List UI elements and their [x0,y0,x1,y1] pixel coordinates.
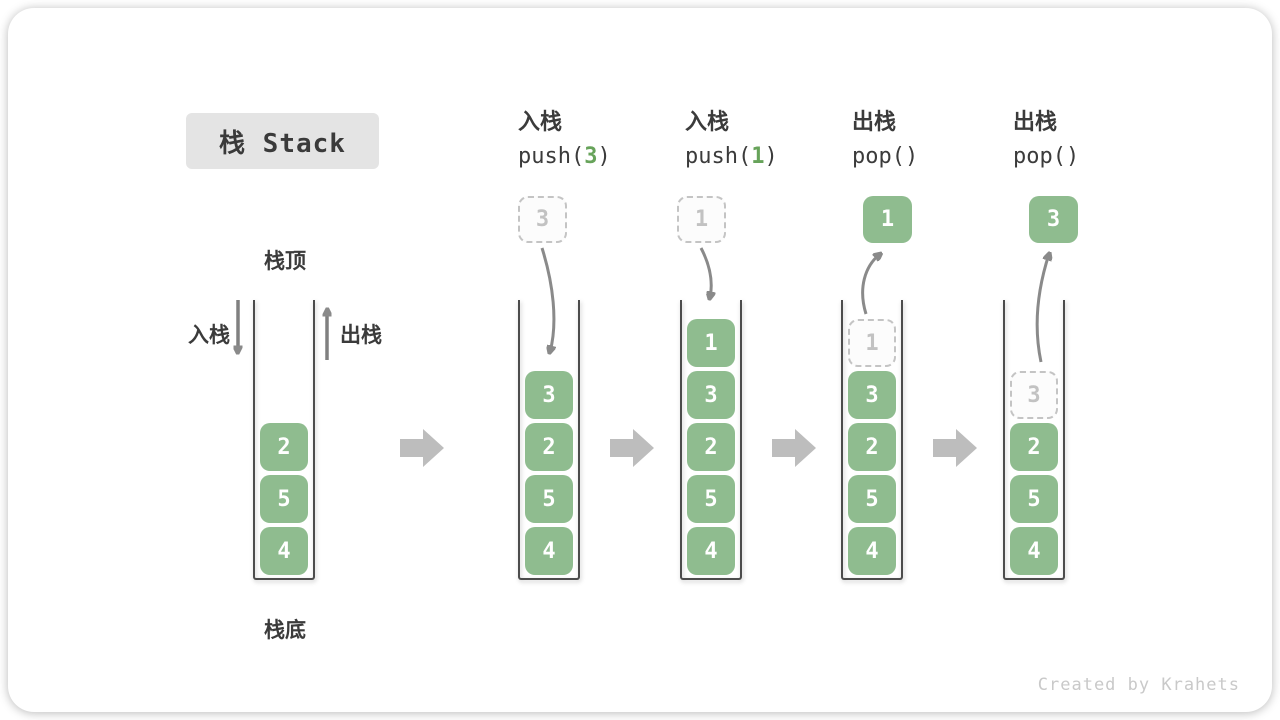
removed-cell-ghost: 3 [1010,371,1058,419]
page-title: 栈 Stack [219,128,346,159]
title-box: 栈 Stack [186,113,379,169]
op-label-pop-2: 出栈 pop() [1013,106,1079,176]
stack-cell: 4 [525,527,573,575]
op-arg: 3 [584,144,598,169]
stack-cell: 2 [525,423,573,471]
stack-cell: 5 [1010,475,1058,523]
stack-cell: 1 [687,319,735,367]
stack-cell: 3 [687,371,735,419]
stack-bottom-label: 栈底 [264,619,306,642]
stack-cell: 3 [525,371,573,419]
op-action: 出栈 [852,109,897,134]
incoming-value-box: 1 [677,196,726,243]
op-code: push(1) [685,144,778,169]
stack-cell: 2 [260,423,308,471]
stack-container-initial [253,300,315,580]
stack-cell: 5 [525,475,573,523]
op-action: 入栈 [685,109,730,134]
stack-cell: 4 [687,527,735,575]
stack-top-label: 栈顶 [264,250,306,273]
stack-cell: 3 [848,371,896,419]
stack-cell: 2 [848,423,896,471]
stack-cell: 5 [260,475,308,523]
op-code: pop() [1013,144,1080,169]
op-label-push1: 入栈 push(1) [685,106,778,176]
op-code: pop() [852,144,919,169]
stack-cell: 4 [260,527,308,575]
stack-cell: 5 [687,475,735,523]
stack-container-push3 [518,300,580,580]
pop-label: 出栈 [340,324,382,347]
op-code: push(3) [518,144,611,169]
watermark: Created by Krahets [1037,675,1240,695]
stack-container-pop2 [1003,300,1065,580]
op-label-pop-1: 出栈 pop() [852,106,918,176]
popped-value-box: 3 [1029,196,1078,243]
stack-cell: 5 [848,475,896,523]
stack-cell: 2 [687,423,735,471]
op-label-push3: 入栈 push(3) [518,106,611,176]
stack-cell: 2 [1010,423,1058,471]
op-arg: 1 [751,144,765,169]
popped-value-box: 1 [863,196,912,243]
op-action: 入栈 [518,109,563,134]
stack-container-pop1 [841,300,903,580]
removed-cell-ghost: 1 [848,319,896,367]
push-label: 入栈 [188,324,230,347]
stack-cell: 4 [1010,527,1058,575]
incoming-value-box: 3 [518,196,567,243]
stack-cell: 4 [848,527,896,575]
stack-container-push1 [680,300,742,580]
op-action: 出栈 [1013,109,1058,134]
